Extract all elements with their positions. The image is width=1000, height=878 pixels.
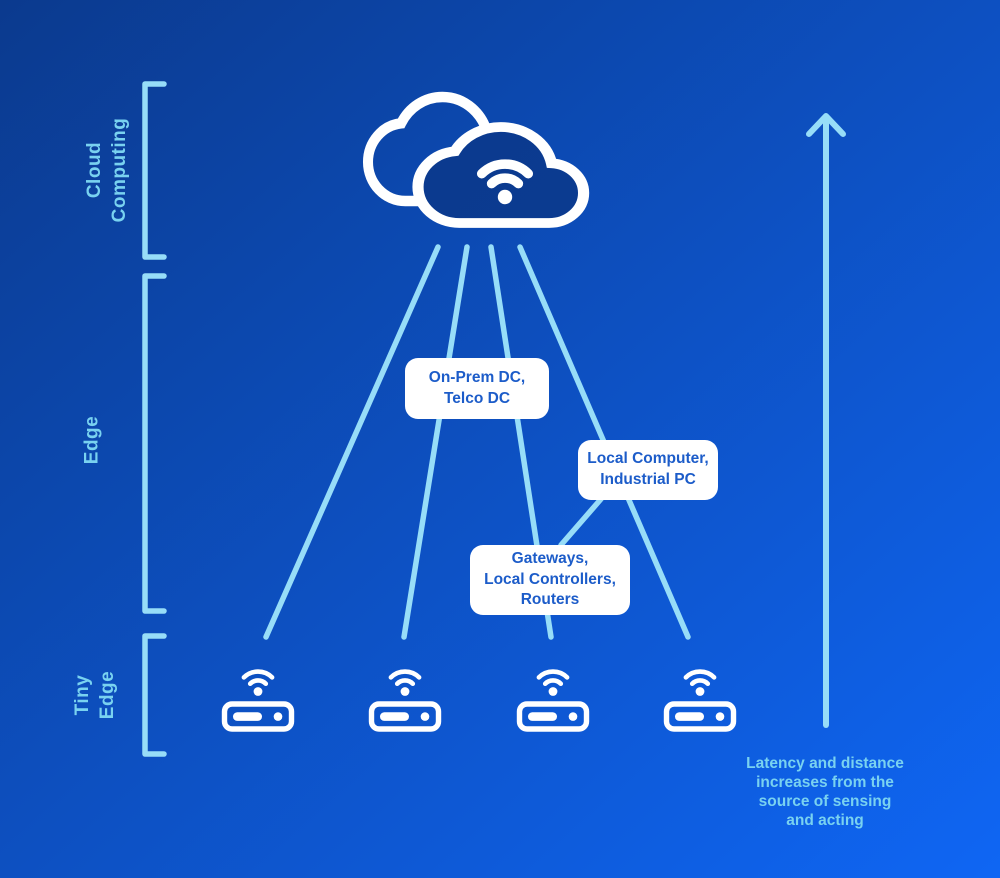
- connection-line-device-1: [263, 244, 441, 640]
- caption-line: Latency and distance: [746, 755, 904, 772]
- label-box-gateways: Gateways, Local Controllers, Routers: [470, 545, 630, 615]
- latency-caption: Latency and distance increases from the …: [746, 754, 904, 830]
- tier-label-line: Tiny: [71, 674, 93, 716]
- label-line: Local Computer,: [587, 450, 709, 468]
- label-line: Routers: [520, 591, 580, 609]
- label-line: Telco DC: [443, 389, 511, 407]
- tier-label-line: Cloud: [83, 141, 105, 199]
- edge-device-icon: [520, 672, 587, 729]
- edge-device-icon: [667, 672, 734, 729]
- bracket-edge: [142, 273, 167, 614]
- bracket-tiny-edge: [142, 633, 167, 757]
- connection-line-device-2: [401, 244, 470, 640]
- cloud-wifi-icon: [368, 97, 584, 223]
- tier-label-line: Edge: [97, 670, 118, 720]
- latency-arrow-icon: [806, 113, 846, 728]
- wifi-icon: [476, 159, 534, 205]
- caption-line: source of sensing: [758, 793, 892, 811]
- label-line: On-Prem DC,: [428, 368, 526, 386]
- caption-line: and acting: [786, 812, 864, 830]
- label-box-on-prem-dc: On-Prem DC, Telco DC: [405, 358, 549, 419]
- label-line: Industrial PC: [600, 471, 696, 488]
- bracket-cloud-computing: [142, 81, 167, 260]
- tier-label-cloud-computing: Cloud Computing: [82, 118, 132, 223]
- edge-device-icon: [225, 672, 292, 729]
- label-line: Local Controllers,: [484, 570, 616, 588]
- edge-device-icon: [372, 672, 439, 729]
- tier-label-edge: Edge: [79, 416, 104, 464]
- tier-label-line: Edge: [81, 415, 103, 465]
- label-line: Gateways,: [511, 549, 589, 567]
- tier-label-line: Computing: [109, 117, 130, 223]
- caption-line: increases from the: [756, 774, 894, 792]
- connection-line-box-link: [558, 496, 604, 548]
- label-box-local-computer: Local Computer, Industrial PC: [578, 440, 718, 500]
- tier-label-tiny-edge: Tiny Edge: [70, 671, 120, 719]
